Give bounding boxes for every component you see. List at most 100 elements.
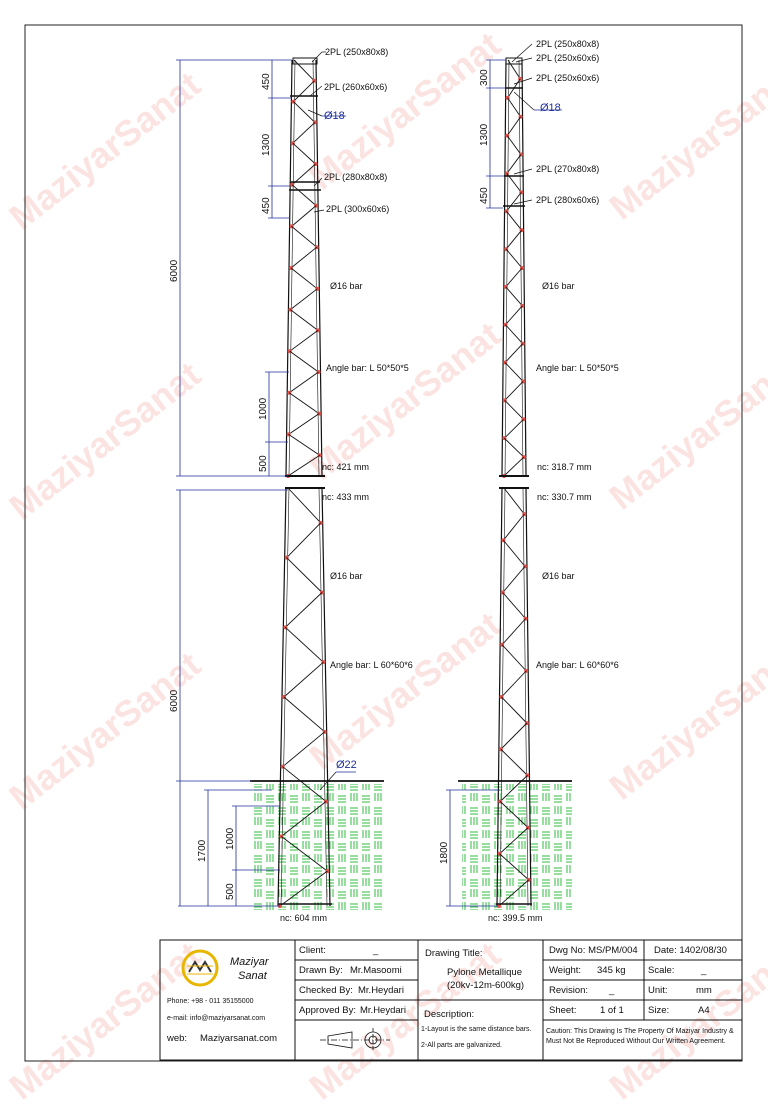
drawn-by-value: Mr.Masoomi <box>350 965 402 976</box>
brace-bar <box>501 618 526 646</box>
brace-bar <box>502 592 526 619</box>
callout-left-upper-3: nc: 421 mm <box>322 462 369 472</box>
dim-right-1800: 1800 <box>439 841 450 864</box>
leader-lines <box>307 43 562 791</box>
brace-bar <box>505 286 523 307</box>
brace-bar <box>498 879 529 907</box>
client-value: _ <box>373 945 379 956</box>
brace-bar <box>505 248 523 269</box>
tower-leg <box>522 487 529 907</box>
client-label: Client: <box>299 945 326 956</box>
dim-right-450: 450 <box>479 187 490 204</box>
dim-right-1300: 1300 <box>479 123 490 146</box>
brace-bar <box>503 487 525 515</box>
dim-left-1000a: 1000 <box>258 397 269 420</box>
dim-left-1700: 1700 <box>197 839 208 862</box>
brace-bar <box>282 731 325 768</box>
brace-bar <box>502 566 526 593</box>
company-web-label: web: <box>167 1033 188 1044</box>
scale-label: Scale: <box>648 965 675 976</box>
callout-left-lower-1: nc: 433 mm <box>322 492 369 502</box>
callout-right-lower-1: nc: 330.7 mm <box>537 492 592 502</box>
title-block-grid <box>159 939 743 1061</box>
tower-right-lower <box>496 487 532 908</box>
projection-symbol <box>320 1028 390 1052</box>
brace-bar <box>286 522 321 558</box>
tower-leg <box>321 487 331 907</box>
brace-bar <box>282 766 327 802</box>
dim-left-450b: 450 <box>261 197 272 214</box>
brace-bar <box>283 661 324 698</box>
checked-by-label: Checked By: <box>299 985 353 996</box>
brace-bar <box>505 267 523 288</box>
callout-right-top-5: 2PL (270x80x8) <box>536 164 599 174</box>
dim-left-total-upper: 6000 <box>169 259 180 282</box>
brace-bar <box>285 627 324 663</box>
drawing-date: Date: 1402/08/30 <box>654 945 727 956</box>
weight-value: 345 kg <box>597 965 626 976</box>
brace-bar <box>499 827 529 855</box>
brace-bar <box>503 456 525 477</box>
description-line2: 2-All parts are galvanized. <box>421 1042 502 1049</box>
size-label: Size: <box>648 1005 670 1016</box>
brace-bar <box>499 775 528 802</box>
approved-by-label: Approved By: <box>299 1005 357 1016</box>
dim-left-1300: 1300 <box>261 133 272 156</box>
brace-bar <box>504 381 524 401</box>
weld-point <box>497 904 501 908</box>
brace-bar <box>287 454 320 477</box>
callout-right-lower-4: nc: 399.5 mm <box>488 913 543 923</box>
callout-right-top-2: 2PL (250x60x6) <box>536 53 599 63</box>
callout-left-upper-1: Ø16 bar <box>330 281 363 291</box>
brace-bar <box>506 192 522 212</box>
brace-bar <box>503 513 525 541</box>
callout-left-top-4: 2PL (280x80x8) <box>324 172 387 182</box>
callout-left-lower-4: Ø22 <box>336 759 357 771</box>
tower-leg <box>504 59 510 477</box>
brace-bar <box>291 205 317 227</box>
callout-left-top-3: Ø18 <box>324 110 345 122</box>
brace-bar <box>283 696 325 733</box>
brace-bar <box>288 392 320 414</box>
brace-bar <box>506 154 522 174</box>
brace-bar <box>289 330 319 352</box>
soil-right <box>462 784 572 910</box>
drawn-by-label: Drawn By: <box>299 965 343 976</box>
brace-bar <box>505 229 522 250</box>
brace-bar <box>286 557 323 593</box>
sheet-value: 1 of 1 <box>600 1005 624 1016</box>
callout-right-upper-1: Ø16 bar <box>542 281 575 291</box>
brace-bar <box>290 267 318 290</box>
dim-left-500a: 500 <box>258 455 269 472</box>
dim-left-450a: 450 <box>261 73 272 90</box>
callout-left-lower-2: Ø16 bar <box>330 571 363 581</box>
dim-left-total-lower: 6000 <box>169 689 180 712</box>
revision-label: Revision: <box>549 985 589 996</box>
callout-right-top-6: 2PL (280x60x6) <box>536 195 599 205</box>
callout-left-top-5: 2PL (300x60x6) <box>326 204 389 214</box>
brace-bar <box>504 418 524 439</box>
brace-bar <box>504 343 524 363</box>
callout-right-upper-2: Angle bar: L 50*50*5 <box>536 363 619 373</box>
tower-leg <box>318 487 328 907</box>
brace-bar <box>290 288 318 310</box>
tower-right-upper <box>501 59 527 478</box>
drawing-title-label: Drawing Title: <box>425 948 483 959</box>
company-logo <box>181 949 219 987</box>
approved-by-value: Mr.Heydari <box>360 1005 406 1016</box>
brace-bar <box>293 59 315 82</box>
brace-bar <box>506 135 522 155</box>
callout-right-top-4: Ø18 <box>540 102 561 114</box>
description-label: Description: <box>424 1009 475 1020</box>
brace-bar <box>499 853 529 881</box>
callout-right-lower-3: Angle bar: L 60*60*6 <box>536 660 619 670</box>
tower-leg <box>312 59 320 477</box>
soil-left <box>252 784 382 910</box>
callout-right-lower-2: Ø16 bar <box>542 571 575 581</box>
drawing-title: Pylone Metallique <box>447 967 522 978</box>
brace-bar <box>504 400 524 420</box>
brace-bar <box>279 870 328 907</box>
brace-bar <box>289 350 319 373</box>
title-block: Maziyar Sanat Phone: +98 - 011 35155000 … <box>160 940 742 1060</box>
company-email: e-mail: info@maziyarsanat.com <box>167 1015 266 1022</box>
